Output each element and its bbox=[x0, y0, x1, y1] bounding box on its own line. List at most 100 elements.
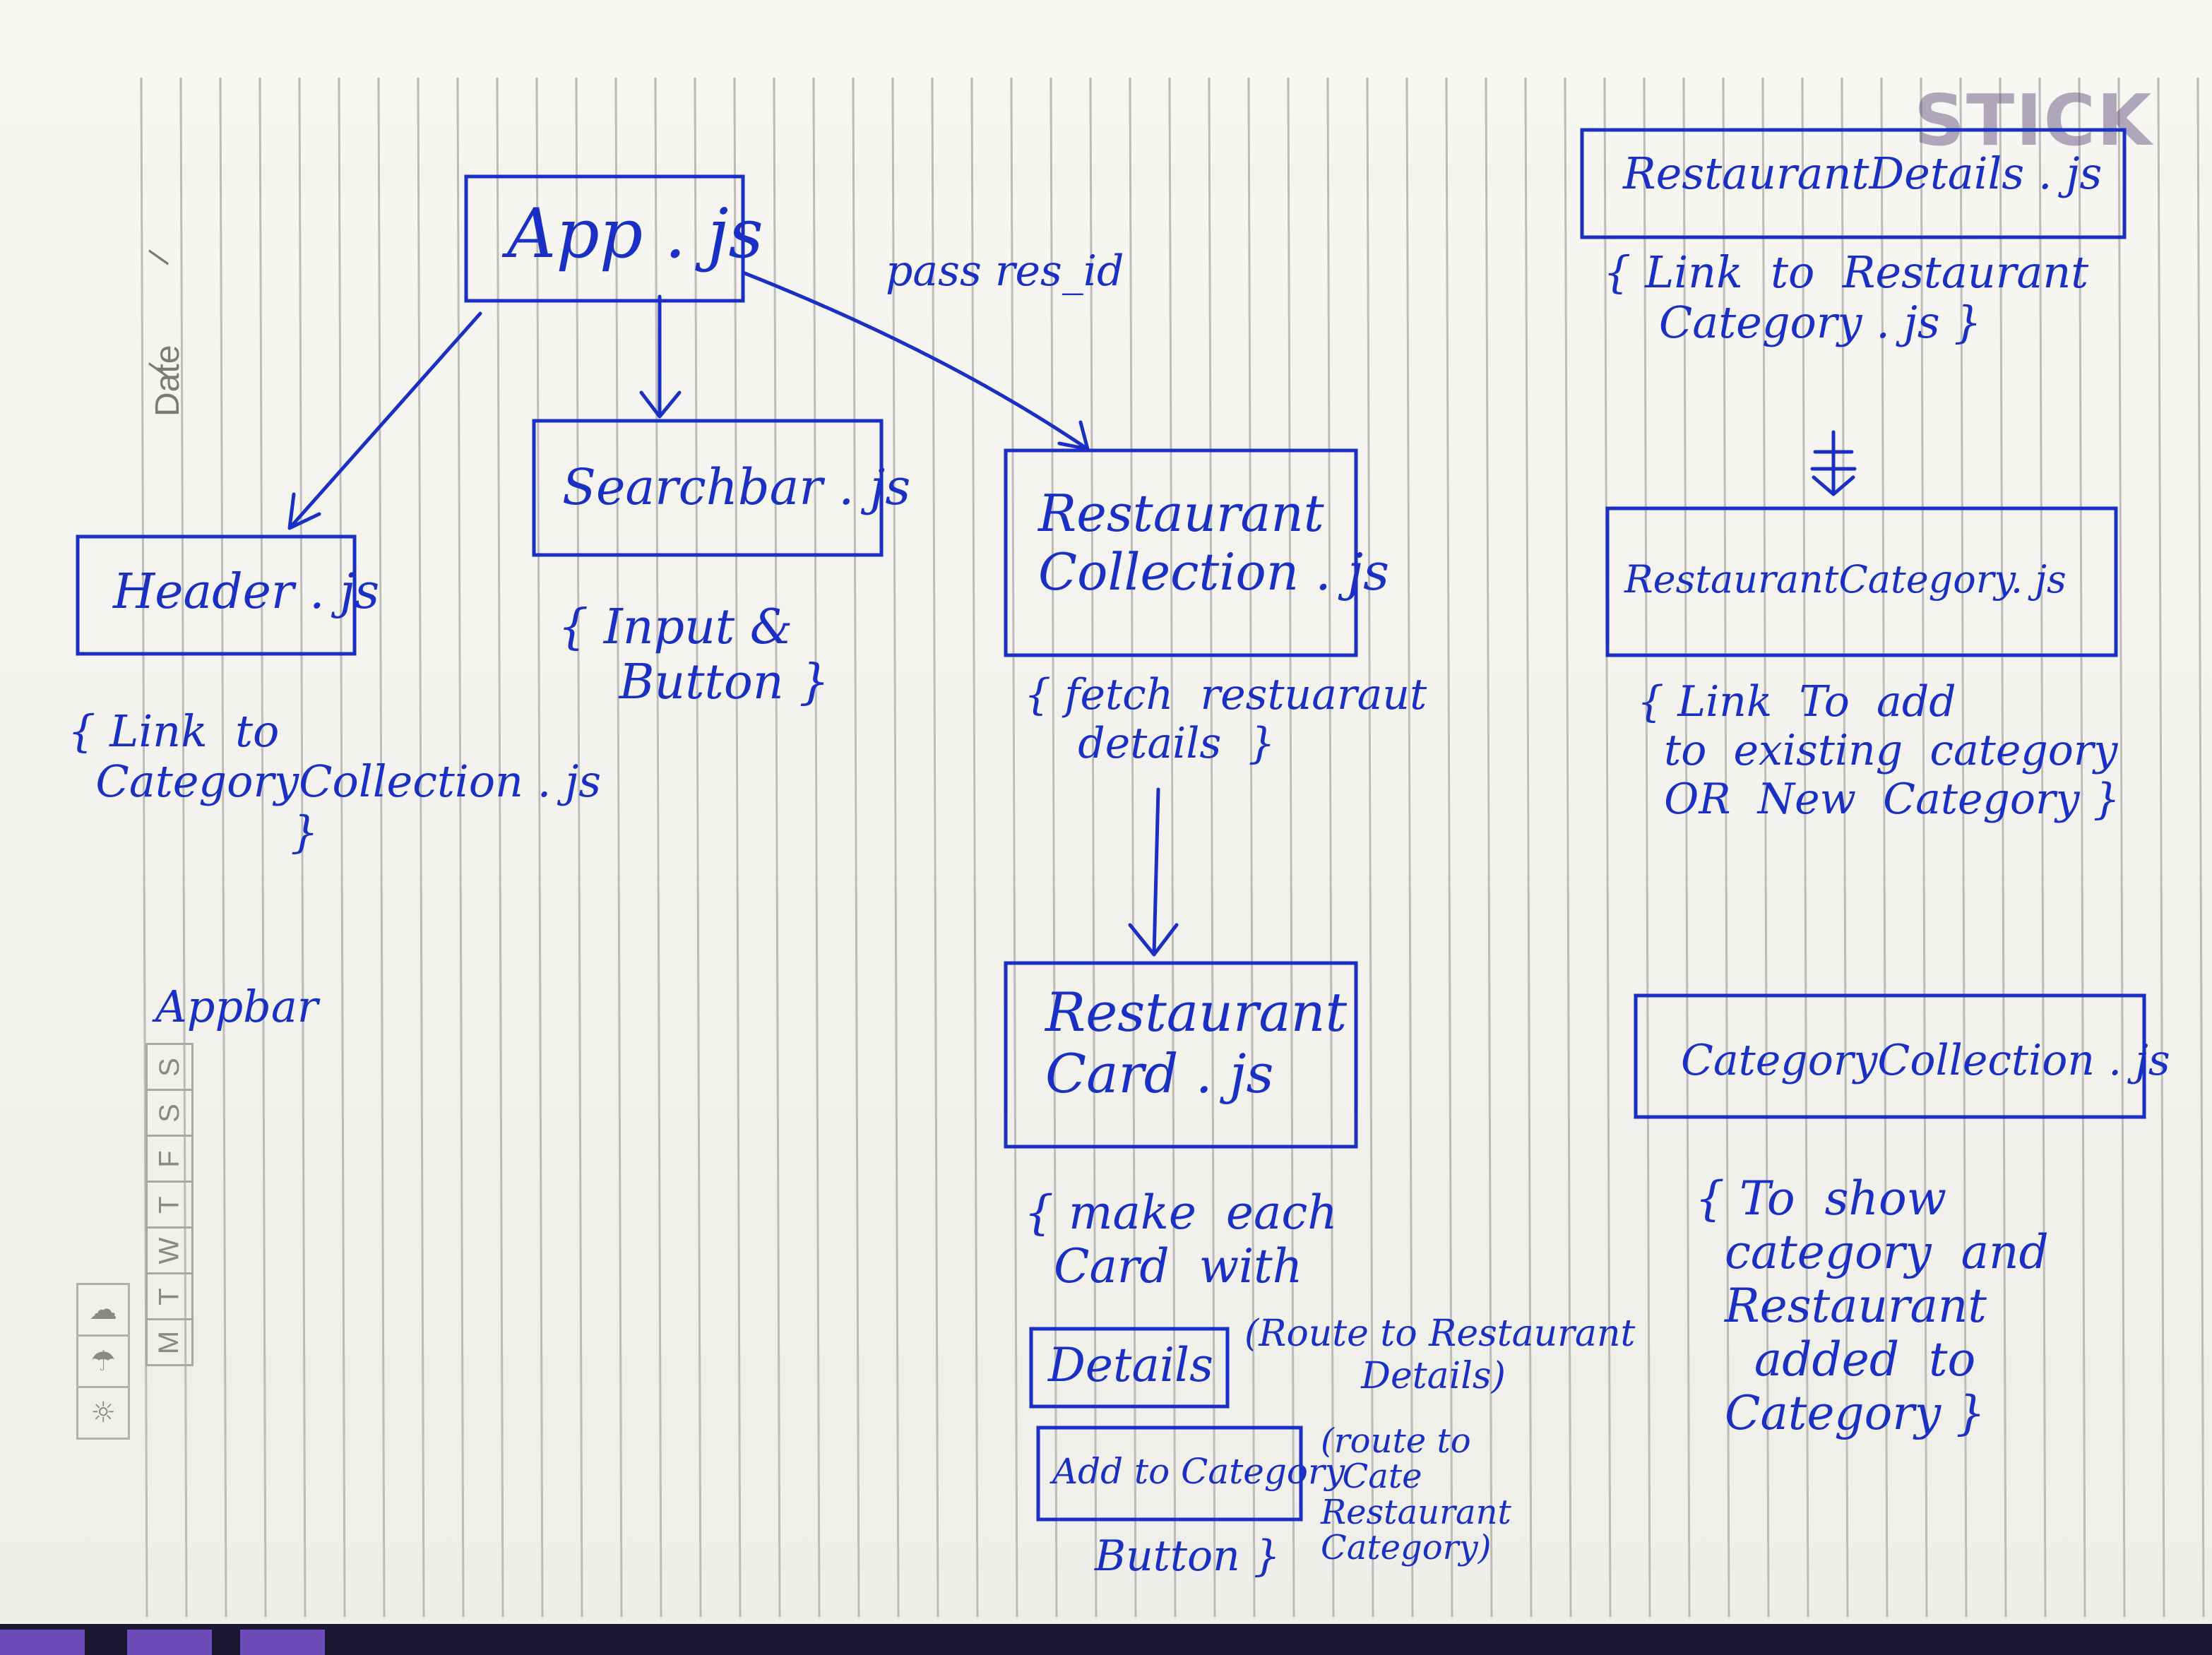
ruled-line bbox=[575, 77, 583, 1618]
node-searchbar: Searchbar . js bbox=[562, 458, 911, 516]
sun-icon: ☼ bbox=[76, 1386, 130, 1440]
ruled-line bbox=[812, 77, 821, 1618]
ruled-line bbox=[931, 77, 939, 1618]
ruled-line bbox=[1208, 77, 1216, 1618]
ruled-line bbox=[258, 77, 267, 1618]
ruled-line bbox=[852, 77, 860, 1618]
ruled-line bbox=[1880, 77, 1889, 1618]
ruled-line bbox=[298, 77, 307, 1618]
weekday-strip: M T W T F S S bbox=[145, 1043, 195, 1366]
ruled-line bbox=[1841, 77, 1849, 1618]
ruled-line bbox=[1959, 77, 1968, 1618]
binding-tab bbox=[0, 1630, 85, 1655]
ruled-line bbox=[535, 77, 544, 1618]
ruled-line bbox=[1049, 77, 1058, 1618]
weekday-cell: M bbox=[145, 1318, 194, 1366]
ruled-line bbox=[2157, 77, 2165, 1618]
ruled-line bbox=[1247, 77, 1256, 1618]
ruled-line bbox=[496, 77, 504, 1618]
ruled-line bbox=[1405, 77, 1414, 1618]
arrow-app-to-collection bbox=[741, 270, 1090, 451]
add-category-route-note: (route to Cate Restaurant Category) bbox=[1321, 1421, 1511, 1568]
ruled-line bbox=[614, 77, 623, 1618]
restaurant-card-box bbox=[1004, 961, 1358, 1149]
note-header-appbar: Appbar bbox=[155, 981, 319, 1032]
node-category-collection: CategoryCollection . js bbox=[1681, 1036, 2170, 1085]
ruled-line bbox=[891, 77, 900, 1618]
ruled-line bbox=[1366, 77, 1374, 1618]
ruled-line bbox=[733, 77, 742, 1618]
ruled-line bbox=[694, 77, 702, 1618]
arrow-collection-to-card bbox=[1128, 787, 1179, 957]
ruled-line bbox=[377, 77, 386, 1618]
ruled-line bbox=[219, 77, 227, 1618]
details-route-note: (Route to Restaurant Details) bbox=[1244, 1313, 1636, 1397]
ruled-line bbox=[1524, 77, 1533, 1618]
ruled-line bbox=[1801, 77, 1809, 1618]
app-box bbox=[464, 174, 745, 303]
ruled-line bbox=[1999, 77, 2007, 1618]
ruled-line bbox=[1089, 77, 1098, 1618]
notebook-binding-edge bbox=[0, 1624, 2212, 1655]
ruled-line bbox=[1722, 77, 1730, 1618]
searchbar-box bbox=[532, 419, 884, 557]
note-header: { Link to CategoryCollection . js } bbox=[68, 705, 602, 858]
details-button-label: Details bbox=[1048, 1338, 1213, 1392]
ruled-line bbox=[1682, 77, 1691, 1618]
ruled-line bbox=[773, 77, 781, 1618]
node-restaurant-details: RestaurantDetails . js bbox=[1623, 148, 2103, 199]
ruled-line bbox=[2117, 77, 2126, 1618]
binding-tab bbox=[127, 1630, 212, 1655]
ruled-line bbox=[417, 77, 425, 1618]
ruled-line bbox=[338, 77, 346, 1618]
arrow-app-to-searchbar bbox=[639, 294, 682, 419]
ruled-line bbox=[1643, 77, 1651, 1618]
note-restaurant-collection: { fetch restuaraut details } bbox=[1024, 670, 1427, 768]
ruled-line bbox=[1761, 77, 1770, 1618]
ruled-line bbox=[1010, 77, 1018, 1618]
ruled-line bbox=[1168, 77, 1177, 1618]
ruled-line bbox=[1920, 77, 1928, 1618]
add-category-button-label: Add to Category bbox=[1052, 1451, 1345, 1492]
note-restaurant-card: { make each Card with bbox=[1024, 1185, 1338, 1293]
binding-tab bbox=[240, 1630, 325, 1655]
ruled-line bbox=[2038, 77, 2047, 1618]
brand-logo: STICK bbox=[1914, 79, 2153, 162]
category-collection-box bbox=[1634, 993, 2146, 1119]
restaurant-details-box bbox=[1580, 128, 2127, 239]
node-restaurant-category: RestaurantCategory. js bbox=[1624, 557, 2067, 602]
ruled-line bbox=[179, 77, 188, 1618]
ruled-line bbox=[1564, 77, 1572, 1618]
node-restaurant-card: Restaurant Card . js bbox=[1045, 981, 1348, 1106]
ruled-line bbox=[654, 77, 662, 1618]
ruled-line bbox=[2196, 77, 2205, 1618]
ruled-line bbox=[1445, 77, 1453, 1618]
add-category-button-outline bbox=[1036, 1426, 1303, 1522]
edge-label-pass-res-id: pass res_id bbox=[886, 246, 1124, 296]
details-button-outline bbox=[1029, 1327, 1230, 1409]
node-restaurant-collection: Restaurant Collection . js bbox=[1038, 484, 1390, 602]
restaurant-category-box bbox=[1605, 506, 2118, 657]
restaurant-collection-box bbox=[1004, 448, 1358, 657]
rain-icon: ☂ bbox=[76, 1334, 130, 1388]
ruled-line bbox=[456, 77, 465, 1618]
note-restaurant-details: { Link to Restaurant Category . js } bbox=[1603, 246, 2089, 349]
note-searchbar: { Input & Button } bbox=[558, 599, 830, 711]
arrow-details-to-category bbox=[1810, 430, 1857, 496]
note-category-collection: { To show category and Restaurant added … bbox=[1695, 1171, 2049, 1440]
ruled-line bbox=[1326, 77, 1335, 1618]
ruled-line bbox=[1129, 77, 1137, 1618]
note-restaurant-category: { Link To add to existing category OR Ne… bbox=[1637, 677, 2120, 824]
weather-strip: ☁ ☂ ☼ bbox=[76, 1283, 133, 1440]
ruled-line bbox=[1287, 77, 1295, 1618]
ruled-line bbox=[1485, 77, 1493, 1618]
node-app: App . js bbox=[507, 194, 763, 273]
arrow-app-to-header bbox=[287, 311, 482, 530]
ruled-line bbox=[1603, 77, 1612, 1618]
ruled-line bbox=[970, 77, 979, 1618]
note-restaurant-card-end: Button } bbox=[1095, 1531, 1280, 1581]
header-box bbox=[76, 534, 357, 656]
